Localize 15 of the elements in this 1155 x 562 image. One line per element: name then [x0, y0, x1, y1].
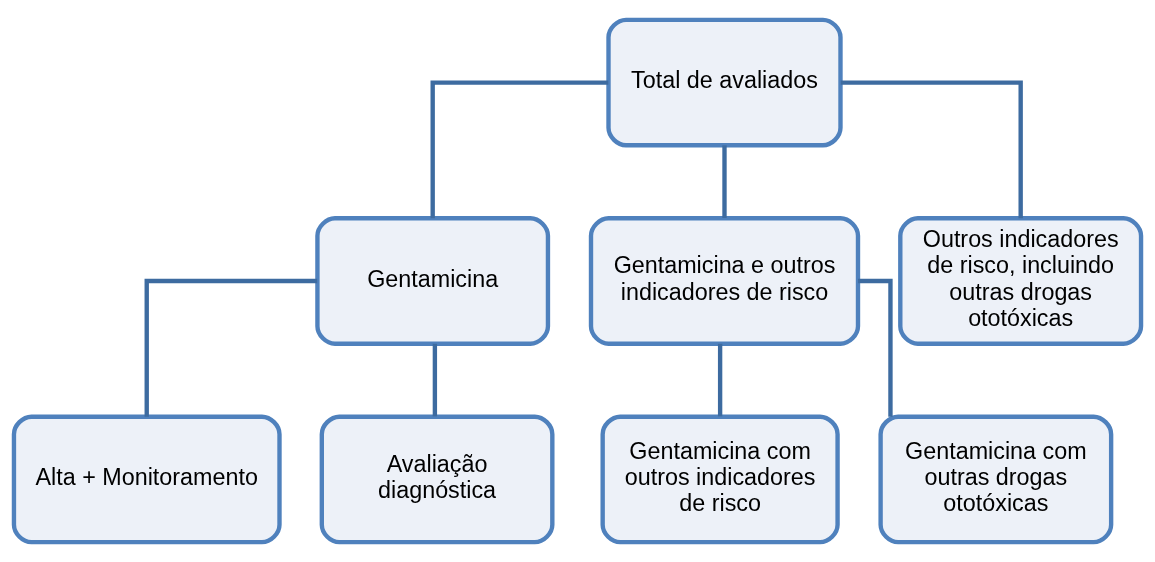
connector	[840, 80, 1023, 219]
connector	[432, 343, 438, 417]
node-box: Gentamicina com outras drogas ototóxicas	[878, 414, 1114, 545]
node-box: Gentamicina	[315, 216, 551, 346]
node-box: Total de avaliados	[606, 17, 843, 148]
node-box: Gentamicina com outros indicadores de risco	[600, 414, 840, 545]
connector	[430, 80, 609, 219]
node-box: Avaliação diagnóstica	[319, 414, 555, 545]
connector	[722, 145, 727, 218]
connector	[717, 343, 723, 417]
connector	[144, 278, 318, 417]
node-box: Outros indicadores de risco, incluindo outras drogas ototóxicas	[898, 216, 1144, 346]
node-box: Gentamicina e outros indicadores de risco	[588, 216, 861, 346]
node-box: Alta + Monitoramento	[11, 414, 282, 545]
connector	[858, 278, 893, 417]
